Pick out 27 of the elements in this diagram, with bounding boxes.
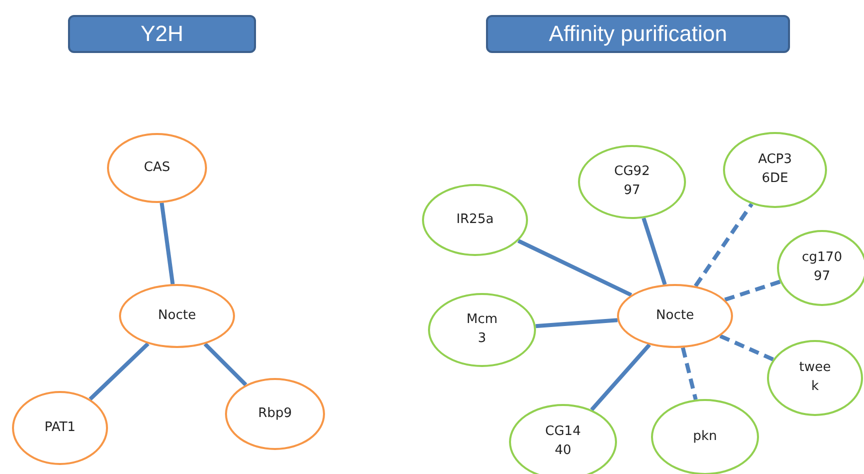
protein-name: Nocte bbox=[158, 306, 196, 325]
dashed-line bbox=[719, 334, 774, 362]
header-title: Y2H bbox=[140, 21, 184, 47]
header-box bbox=[486, 15, 790, 53]
protein-name: twee k bbox=[798, 359, 832, 396]
protein-name: pkn bbox=[692, 428, 718, 446]
header-title: Affinity purification bbox=[548, 21, 728, 47]
connector-line bbox=[160, 202, 175, 284]
protein-name: Mcm 3 bbox=[465, 311, 499, 348]
protein-name: IR25a bbox=[456, 210, 494, 229]
dashed-line bbox=[724, 280, 781, 302]
connector-line bbox=[642, 218, 667, 286]
connector-line bbox=[88, 342, 150, 401]
protein-name: PAT1 bbox=[44, 418, 76, 437]
connector-line bbox=[204, 342, 248, 386]
connector-line bbox=[536, 318, 618, 328]
protein-name: ACP3 6DE bbox=[757, 151, 793, 188]
connector-line bbox=[517, 238, 632, 297]
header-box bbox=[68, 15, 256, 53]
protein-name: Nocte bbox=[656, 306, 694, 325]
protein-name: CAS bbox=[144, 158, 170, 177]
protein-name: Rbp9 bbox=[258, 404, 292, 423]
dashed-line bbox=[680, 347, 698, 400]
connector-line bbox=[590, 343, 651, 412]
protein-name: cg170 97 bbox=[800, 249, 844, 286]
protein-name: CG92 97 bbox=[613, 163, 651, 200]
protein-name: CG14 40 bbox=[544, 423, 582, 460]
